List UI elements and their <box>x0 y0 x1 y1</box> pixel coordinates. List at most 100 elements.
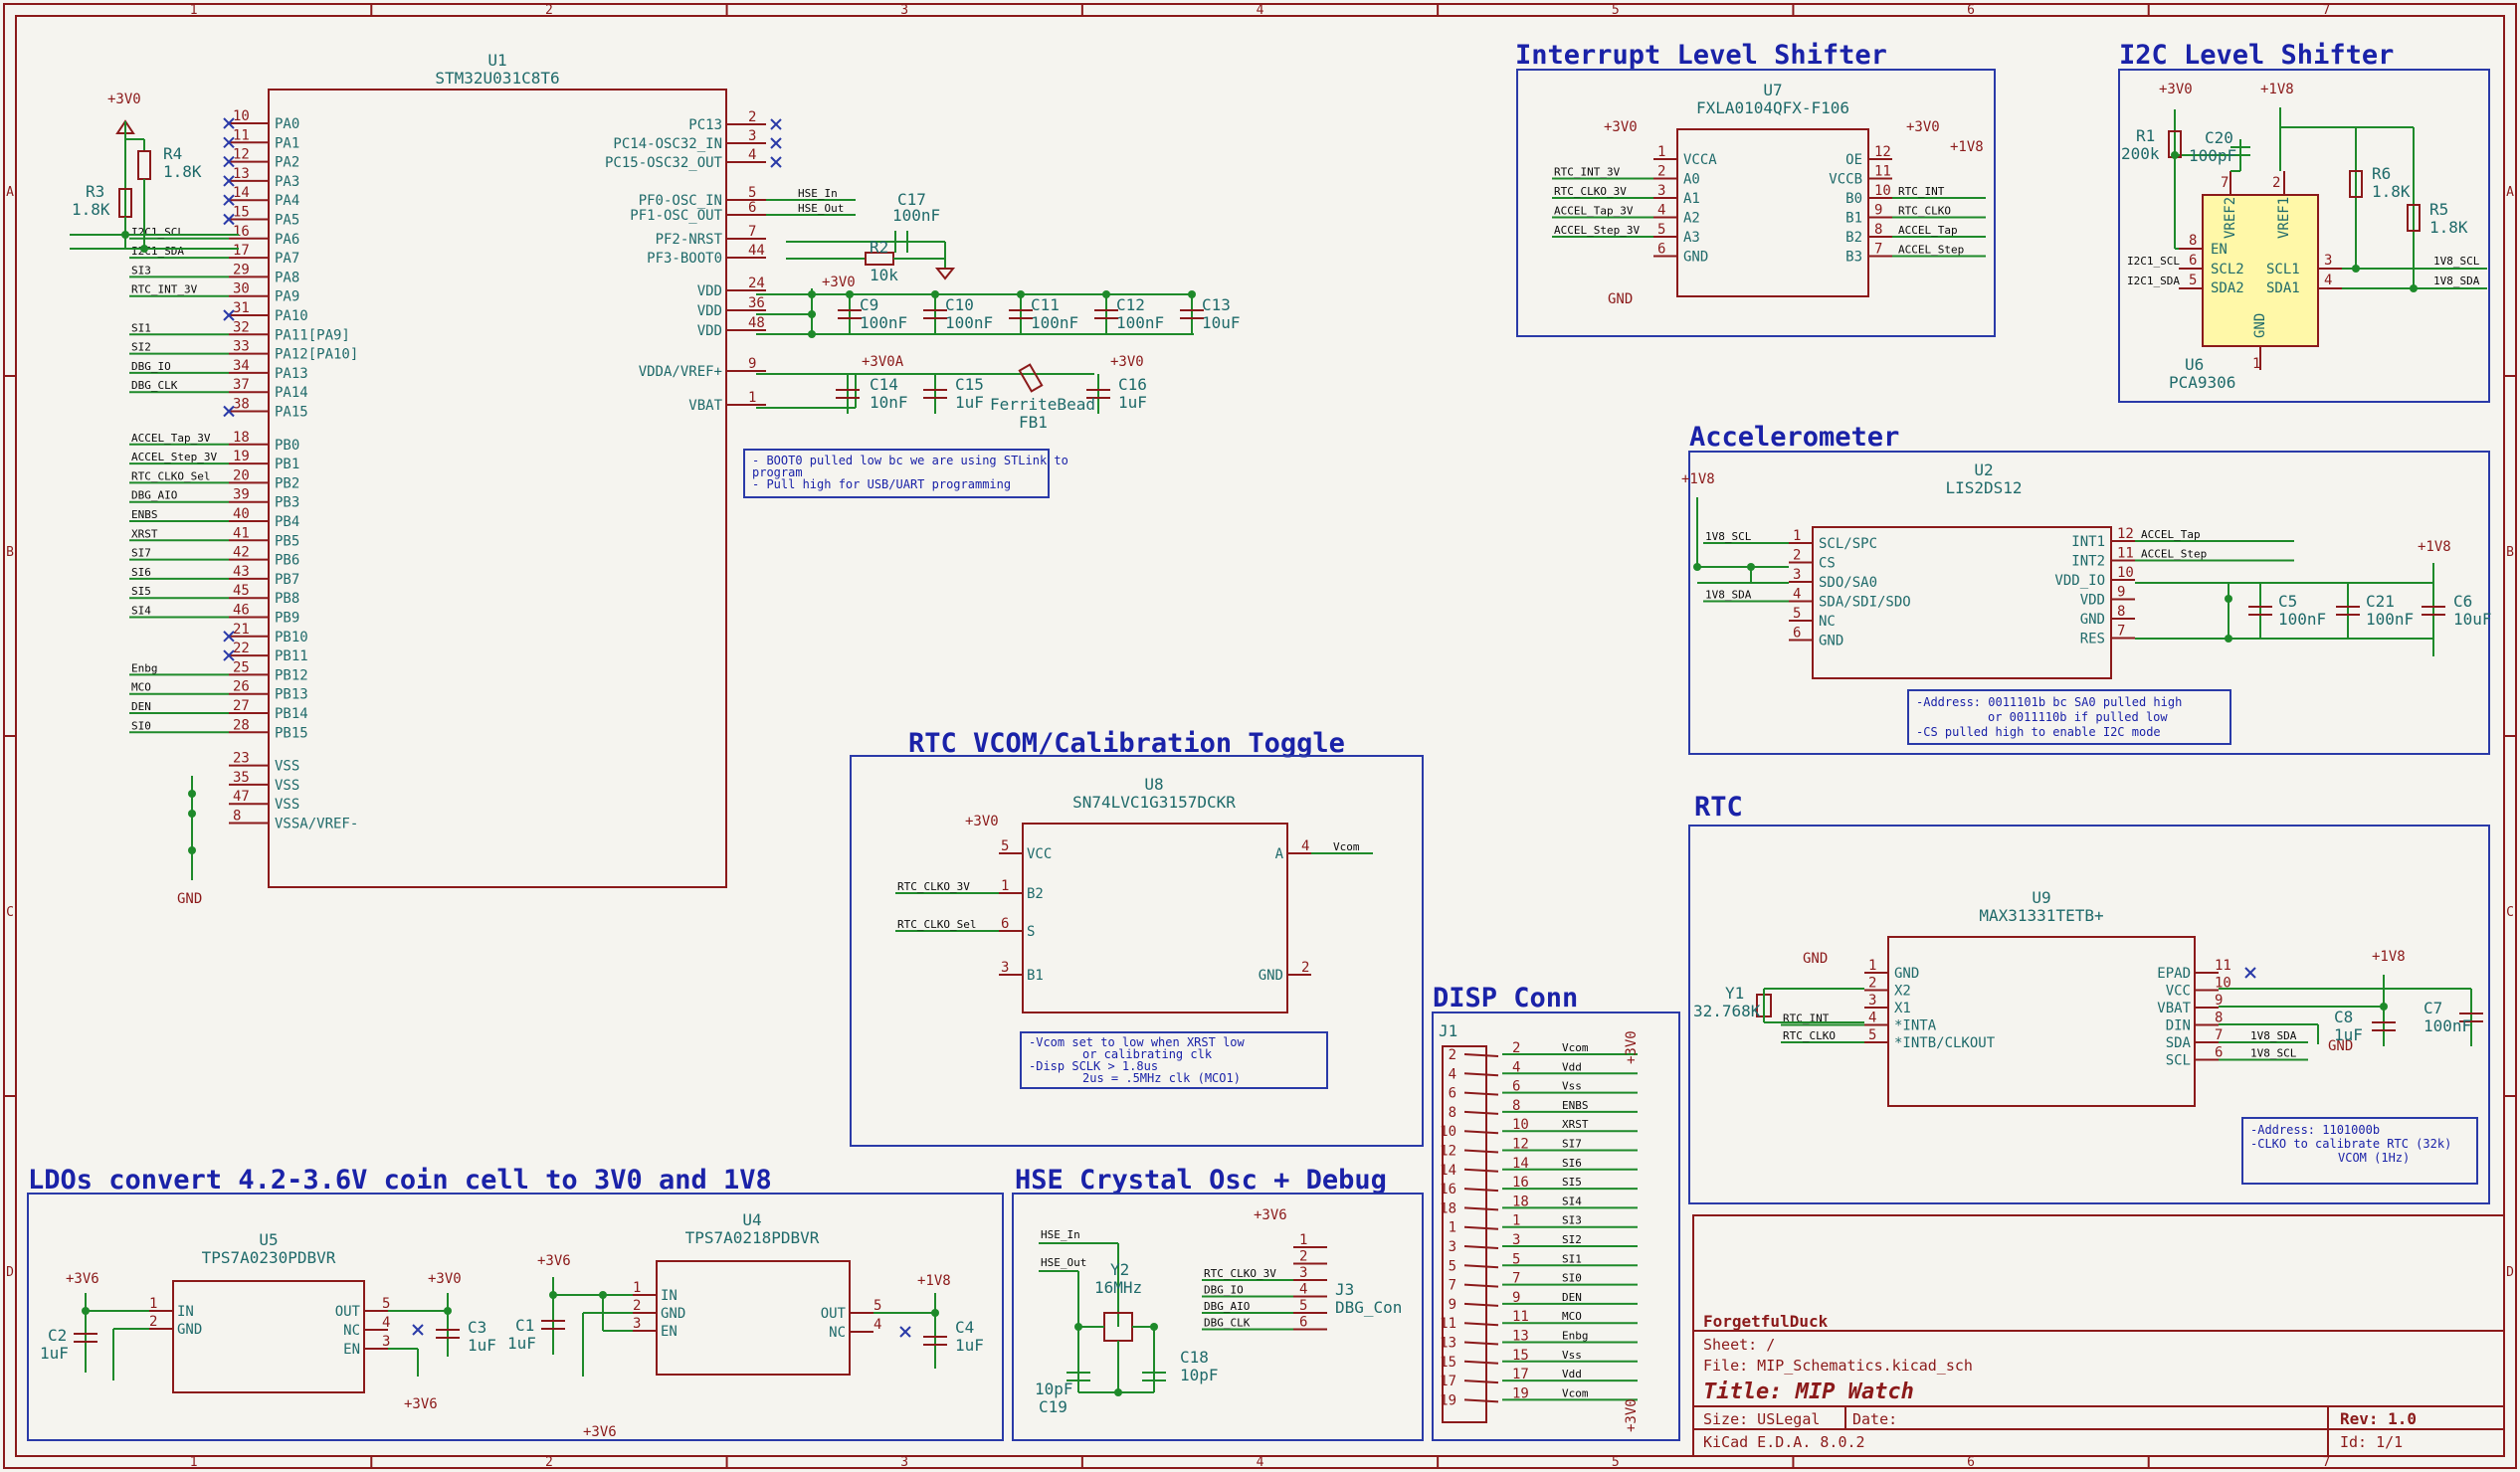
pin-name: SDO/SA0 <box>1819 575 1877 591</box>
r4-ref: R4 <box>163 144 182 163</box>
j3-ref: J3 <box>1335 1280 1354 1299</box>
net-label: 1V8_SDA <box>2250 1029 2297 1042</box>
c3-ref: C3 <box>468 1318 486 1337</box>
net-label: HSE_Out <box>798 202 844 215</box>
net-label: SI4 <box>1562 1195 1582 1207</box>
net-label: RTC_CLKO_3V <box>1204 1267 1276 1280</box>
pin-name: PA1 <box>275 135 299 151</box>
pin-number: 3 <box>633 1316 641 1332</box>
u1-ref: U1 <box>487 51 506 70</box>
net-label: ENBS <box>1562 1099 1589 1112</box>
pin-number: 11 <box>1874 164 1891 180</box>
pin-name: PB11 <box>275 648 308 664</box>
grid-col-label: 1 <box>190 3 198 18</box>
pin-name: VDD <box>697 303 722 319</box>
pin-name: PB14 <box>275 706 308 722</box>
c20-value: 100pF <box>2189 146 2236 165</box>
pin-number-left: 8 <box>1449 1105 1456 1121</box>
pin-number: 11 <box>2215 958 2231 974</box>
pin-name: X2 <box>1894 984 1911 1000</box>
cap-ref: C9 <box>860 295 878 314</box>
pin-number: 5 <box>1512 1251 1520 1267</box>
pin-name: VDD <box>2080 593 2105 609</box>
pwr-3v0-u5: +3V0 <box>428 1271 462 1287</box>
tb-tool: KiCad E.D.A. 8.0.2 <box>1703 1433 1865 1451</box>
grid-col-label: 2 <box>545 3 553 18</box>
pwr-3v0-vdd: +3V0 <box>822 275 856 290</box>
u6-i2c-shifter[interactable]: PCA9306 U6 EN SCL2 SDA2 SCL1 SDA1 VREF2 … <box>2121 82 2487 392</box>
net-label: SI5 <box>131 585 151 598</box>
nc-mark <box>770 137 782 149</box>
u6-pin-gnd: GND <box>2252 313 2268 338</box>
pin-number-left: 16 <box>1440 1182 1456 1197</box>
u6-pin-scl2: SCL2 <box>2211 262 2244 277</box>
pin-name: VDDA/VREF+ <box>639 364 722 380</box>
junction <box>1017 290 1025 298</box>
pin-name: PC13 <box>688 117 722 133</box>
pin-number: 15 <box>233 205 250 221</box>
pin-number: 4 <box>1868 1011 1876 1026</box>
pin-number: 18 <box>233 430 250 446</box>
net-label: DBG_AIO <box>1204 1300 1250 1313</box>
net-label: SI0 <box>1562 1272 1582 1285</box>
pin-name: OUT <box>821 1306 847 1322</box>
net-label: Enbg <box>1562 1330 1589 1343</box>
pin-name: PB2 <box>275 475 299 491</box>
grid-row-label: C <box>6 905 14 920</box>
nc-mark <box>223 175 235 187</box>
cap-value: 100nF <box>1116 313 1164 332</box>
pin-number: 42 <box>233 545 250 561</box>
net-label: SI4 <box>131 605 151 618</box>
pin-number: 3 <box>1657 183 1665 199</box>
pin-name: RES <box>2080 632 2105 647</box>
pin-line <box>1463 1188 1499 1193</box>
u6-num-1: 1 <box>2252 356 2260 372</box>
section-title-ldo: LDOs convert 4.2-3.6V coin cell to 3V0 a… <box>28 1165 772 1196</box>
pin-number: 12 <box>2117 526 2134 542</box>
pin-number-left: 15 <box>1440 1355 1456 1371</box>
pin-number: 6 <box>748 200 756 216</box>
pin-line <box>1463 1341 1499 1346</box>
pin-name: EPAD <box>2157 966 2191 982</box>
pin-name: VBAT <box>688 398 722 414</box>
pin-name: PB15 <box>275 725 308 741</box>
pin-name: PA15 <box>275 405 308 421</box>
pin-number: 18 <box>1512 1194 1529 1209</box>
net-i2c1-scl-u6: I2C1_SCL <box>2127 255 2180 268</box>
pin-number-left: 4 <box>1449 1066 1456 1082</box>
net-label: Vdd <box>1562 1368 1582 1380</box>
net-label: SI7 <box>1562 1138 1582 1151</box>
nc-mark <box>223 405 235 418</box>
note-line: or 0011110b if pulled low <box>1988 710 2168 724</box>
pin-number: 43 <box>233 564 250 580</box>
pin-number: 11 <box>1512 1309 1529 1325</box>
pwr-3v0a: +3V0A <box>862 354 904 370</box>
pin-number: 2 <box>1793 548 1801 564</box>
net-label: MCO <box>1562 1310 1582 1323</box>
pwr-3v6-u4en: +3V6 <box>583 1424 617 1440</box>
hse-debug[interactable]: HSE_In HSE_Out Y2 16MHz 10pF C19 C18 10p… <box>1035 1207 1402 1416</box>
junction <box>931 290 939 298</box>
pin-number: 9 <box>2215 993 2223 1009</box>
pin-name: PB7 <box>275 572 299 588</box>
net-label: ACCEL_Tap <box>2141 528 2201 541</box>
y2-ref: Y2 <box>1110 1260 1129 1279</box>
pin-number: 14 <box>1512 1156 1529 1172</box>
pin-name: PB0 <box>275 438 299 454</box>
pin-name: A <box>1275 846 1284 862</box>
pin-number: 14 <box>233 185 250 201</box>
pin-line <box>1463 1206 1499 1211</box>
pin-name: VCCB <box>1829 172 1862 188</box>
pin-name: DIN <box>2166 1018 2191 1034</box>
r4-value: 1.8K <box>163 162 202 181</box>
cap-value: 100nF <box>1031 313 1078 332</box>
pin-name: PB6 <box>275 553 299 569</box>
